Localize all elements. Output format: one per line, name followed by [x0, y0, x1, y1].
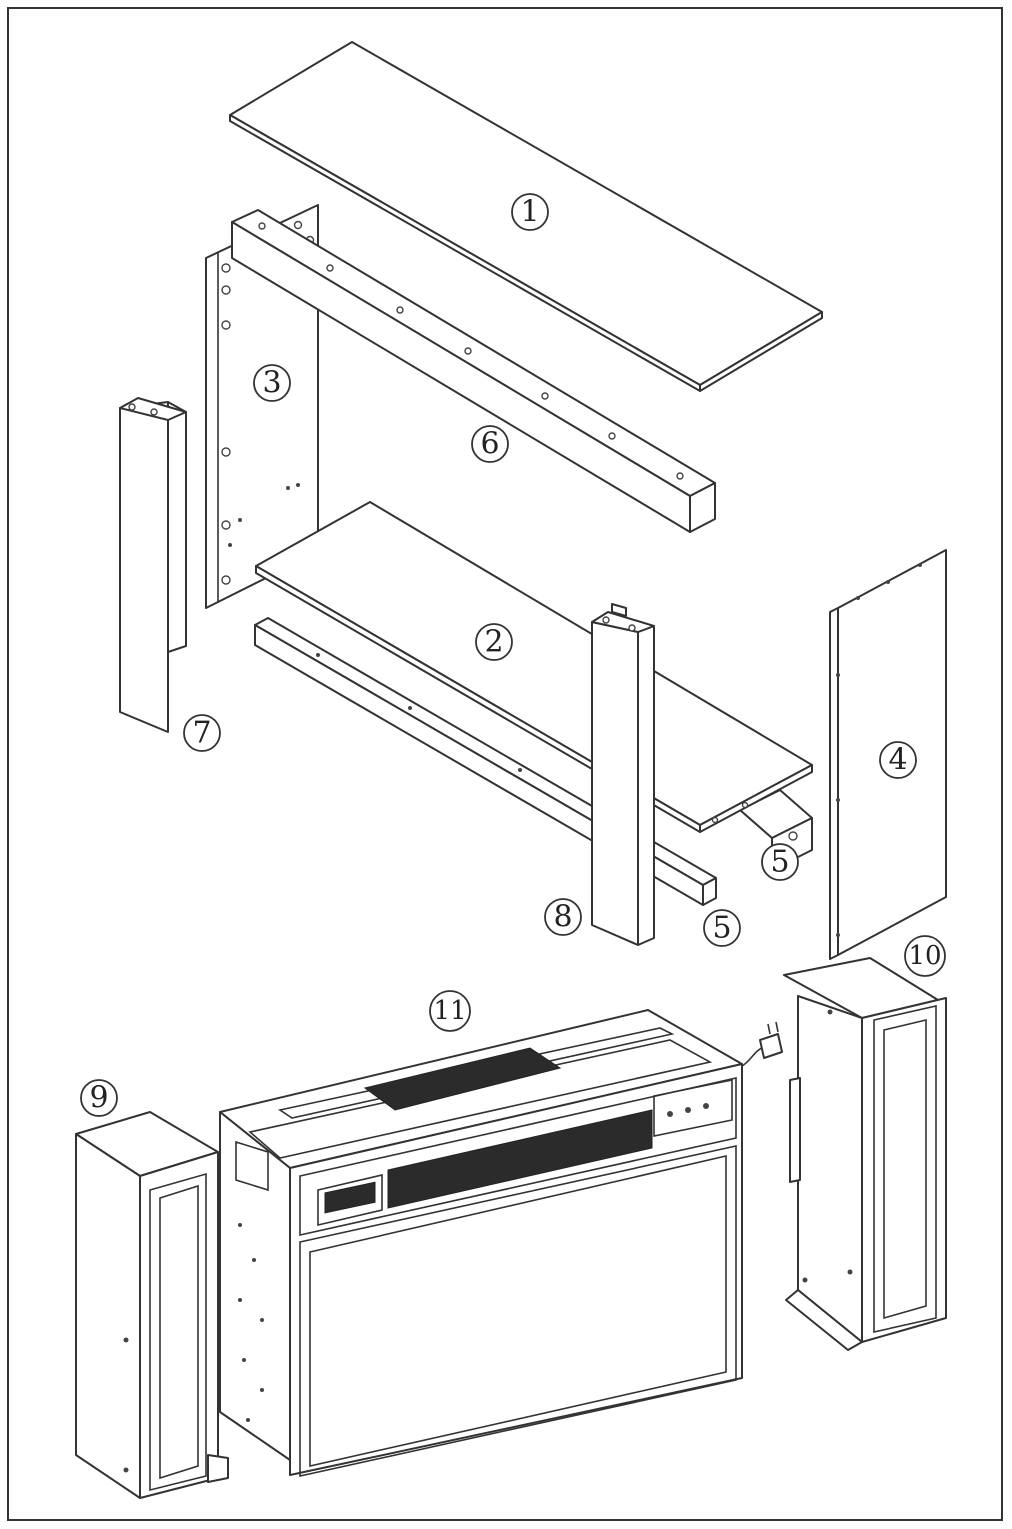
part-10-right-housing: [783, 957, 947, 1351]
callout-6-label: 6: [480, 427, 499, 462]
callout-8-label: 8: [553, 900, 572, 935]
callout-10-label: 10: [908, 941, 941, 971]
part-3-left-side-panel: [205, 204, 319, 609]
part-6-front-top-rail: [231, 209, 716, 533]
callout-4: 4: [879, 741, 917, 779]
callout-3-label: 3: [262, 366, 281, 401]
callout-5a-label: 5: [770, 845, 789, 880]
callout-5-side: 5: [761, 843, 799, 881]
callout-7-label: 7: [192, 716, 211, 751]
callout-5b-label: 5: [712, 911, 731, 946]
part-11-fireplace-insert: [219, 1009, 783, 1477]
part-8-right-leg: [591, 603, 655, 946]
callout-1-label: 1: [520, 195, 539, 230]
part-7-left-leg: [119, 397, 187, 733]
callout-9: 9: [80, 1079, 118, 1117]
callout-6: 6: [471, 425, 509, 463]
callout-9-label: 9: [89, 1081, 108, 1116]
callout-3: 3: [253, 364, 291, 402]
callout-2-label: 2: [484, 625, 503, 660]
callout-7: 7: [183, 714, 221, 752]
callout-5-rear: 5: [703, 909, 741, 947]
callout-2: 2: [475, 623, 513, 661]
part-9-left-housing: [75, 1111, 229, 1499]
part-2-bottom-shelf: [255, 501, 813, 833]
callout-4-label: 4: [888, 743, 907, 778]
callout-10: 10: [904, 935, 946, 977]
callout-11: 11: [429, 990, 471, 1032]
callout-8: 8: [544, 898, 582, 936]
diagram-frame: [7, 7, 1003, 1521]
callout-11-label: 11: [433, 996, 466, 1026]
callout-1: 1: [511, 193, 549, 231]
